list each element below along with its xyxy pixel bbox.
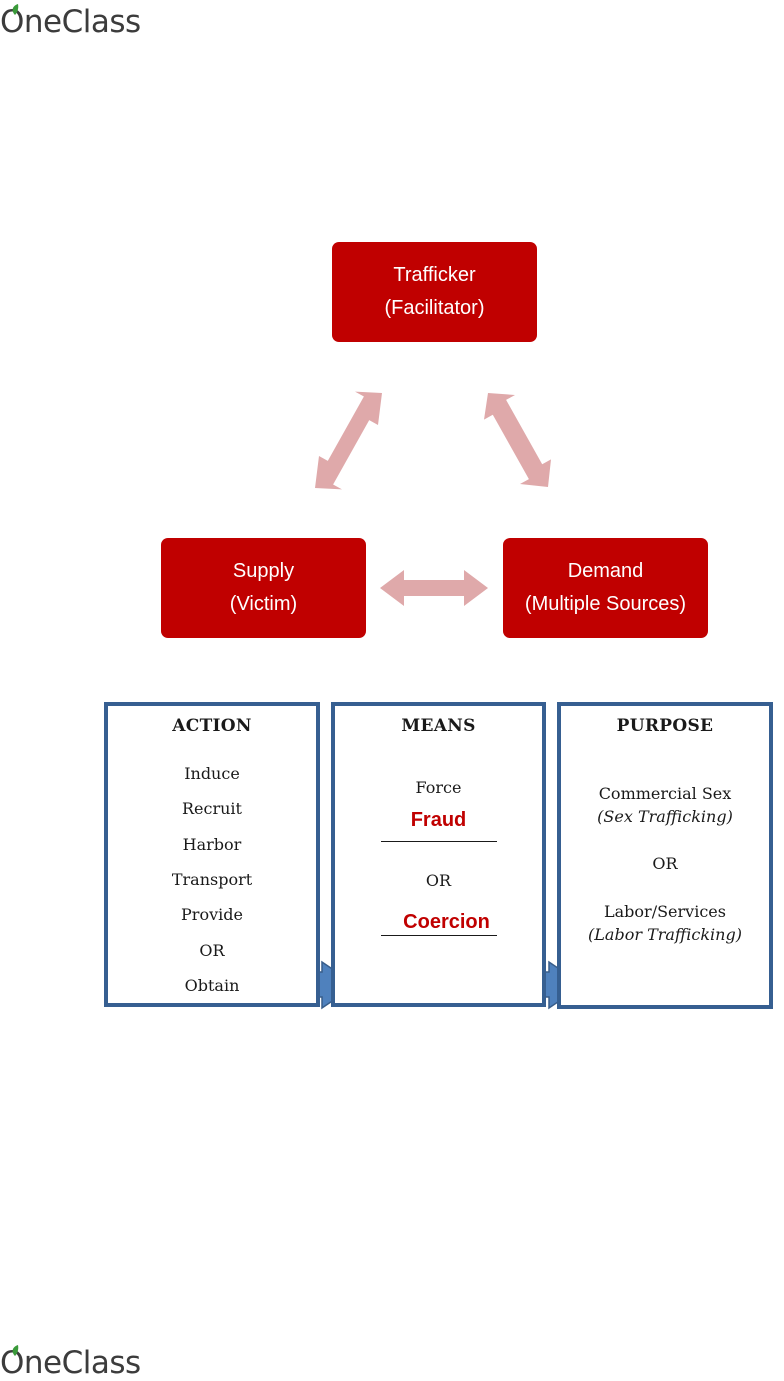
divider (381, 841, 497, 842)
logo-text: OneClass (0, 1345, 141, 1381)
supply-box: Supply (Victim) (161, 538, 366, 638)
logo-text: OneClass (0, 4, 141, 40)
purpose-sex-trafficking: (Sex Trafficking) (561, 807, 769, 826)
action-item: Provide (108, 905, 316, 924)
purpose-commercial-sex: Commercial Sex (561, 784, 769, 803)
action-item: Transport (108, 870, 316, 889)
demand-box: Demand (Multiple Sources) (503, 538, 708, 638)
action-heading: ACTION (108, 716, 316, 736)
oneclass-logo: OneClass (0, 4, 141, 40)
action-item: Harbor (108, 835, 316, 854)
means-heading: MEANS (335, 716, 542, 736)
purpose-labor-trafficking: (Labor Trafficking) (561, 925, 769, 944)
double-arrow-supply-demand (380, 570, 488, 606)
demand-sublabel: (Multiple Sources) (525, 588, 686, 621)
purpose-box: PURPOSE Commercial Sex (Sex Trafficking)… (557, 702, 773, 1009)
trafficker-box: Trafficker (Facilitator) (332, 242, 537, 342)
trafficker-label: Trafficker (393, 259, 475, 292)
demand-label: Demand (568, 555, 644, 588)
means-force: Force (335, 778, 542, 797)
oneclass-logo: OneClass (0, 1345, 141, 1381)
means-fraud: Fraud (335, 809, 542, 832)
action-item: OR (108, 941, 316, 960)
leaf-icon (11, 4, 19, 15)
double-arrow-trafficker-supply (315, 392, 382, 490)
supply-label: Supply (233, 555, 294, 588)
purpose-labor-services: Labor/Services (561, 902, 769, 921)
leaf-icon (11, 1345, 19, 1356)
action-item: Induce (108, 764, 316, 783)
action-item: Obtain (108, 976, 316, 995)
purpose-heading: PURPOSE (561, 716, 769, 736)
trafficker-sublabel: (Facilitator) (384, 292, 484, 325)
supply-sublabel: (Victim) (230, 588, 297, 621)
means-coercion: Coercion (335, 911, 542, 934)
means-box: MEANS Force Fraud OR Coercion (331, 702, 546, 1007)
means-or: OR (335, 871, 542, 890)
double-arrow-trafficker-demand (484, 393, 551, 487)
purpose-or: OR (561, 854, 769, 873)
action-box: ACTION Induce Recruit Harbor Transport P… (104, 702, 320, 1007)
action-item: Recruit (108, 799, 316, 818)
divider (381, 935, 497, 936)
